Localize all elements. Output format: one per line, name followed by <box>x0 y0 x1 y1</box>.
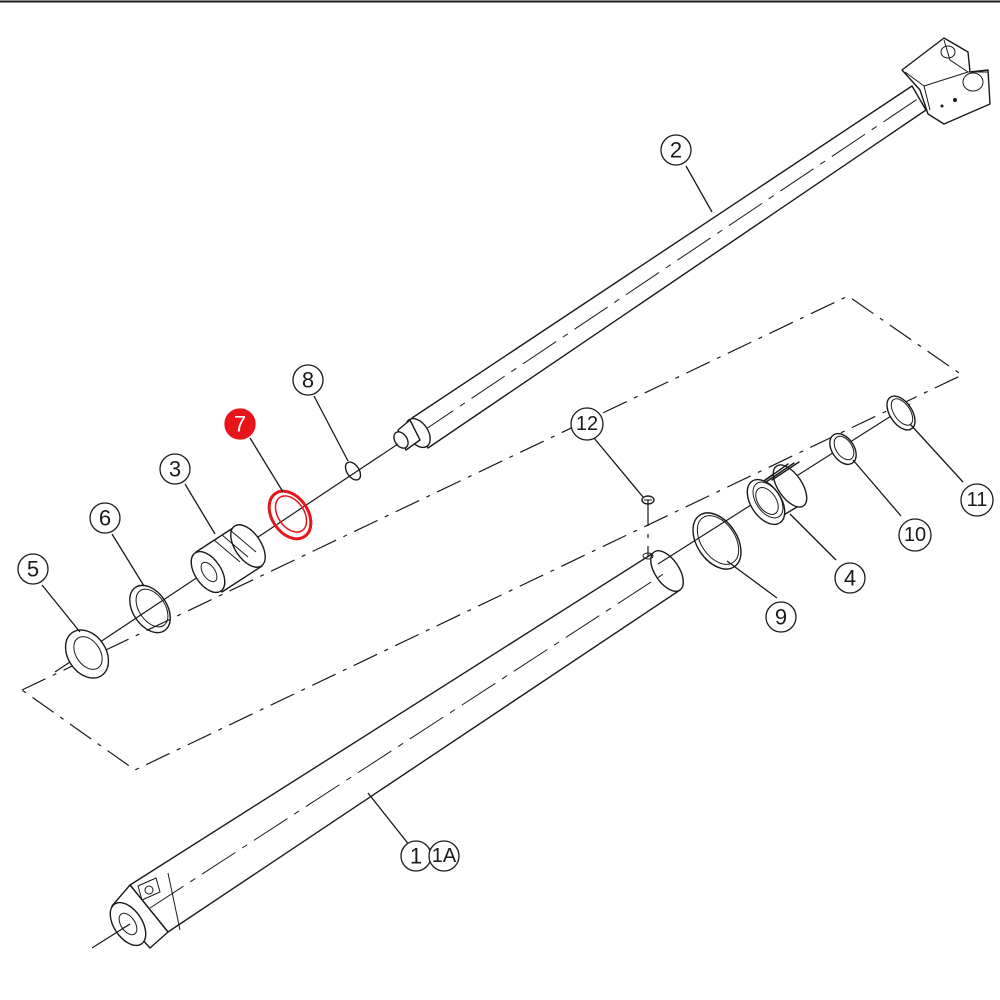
callout-2[interactable]: 2 <box>660 134 692 166</box>
callout-label: 3 <box>169 457 181 482</box>
leader-lines <box>41 165 964 847</box>
port-plug-part-12[interactable] <box>641 495 655 505</box>
piston-part-4[interactable] <box>740 459 814 531</box>
callout-11[interactable]: 11 <box>960 483 994 517</box>
ring-part-11[interactable] <box>881 391 920 435</box>
callout-label: 2 <box>670 138 682 163</box>
rod-seal-part-6[interactable] <box>121 578 178 640</box>
callout-12[interactable]: 12 <box>570 407 604 441</box>
callout-10[interactable]: 10 <box>898 518 932 552</box>
callout-1-1a[interactable]: 1 1A <box>400 840 460 872</box>
o-ring-part-7[interactable] <box>261 483 320 546</box>
o-ring-part-8[interactable] <box>342 459 363 482</box>
callout-5[interactable]: 5 <box>17 553 49 585</box>
callout-label: 10 <box>904 524 926 546</box>
callout-9[interactable]: 9 <box>765 601 797 633</box>
callout-label: 7 <box>234 412 246 437</box>
cylinder-tube-part-1[interactable] <box>103 545 690 952</box>
callout-label: 4 <box>844 566 856 591</box>
callout-label: 6 <box>99 506 111 531</box>
piston-rod-part-2[interactable] <box>391 37 991 452</box>
callout-8[interactable]: 8 <box>292 364 324 396</box>
callout-label: 9 <box>775 605 787 630</box>
gland-part-3[interactable] <box>184 519 272 599</box>
callout-label: 12 <box>576 413 598 435</box>
callout-6[interactable]: 6 <box>89 502 121 534</box>
tube-axis-extension <box>91 923 131 949</box>
wiper-seal-part-5[interactable] <box>57 622 118 686</box>
callout-3[interactable]: 3 <box>159 453 191 485</box>
callout-label: 1A <box>432 845 457 867</box>
callout-4[interactable]: 4 <box>834 562 866 594</box>
callout-label: 5 <box>27 557 39 582</box>
callout-7[interactable]: 7 <box>224 408 256 440</box>
callout-label: 8 <box>302 368 314 393</box>
backup-ring-part-10[interactable] <box>824 429 861 469</box>
callout-label: 1 <box>410 844 422 869</box>
callout-label: 11 <box>967 489 988 511</box>
